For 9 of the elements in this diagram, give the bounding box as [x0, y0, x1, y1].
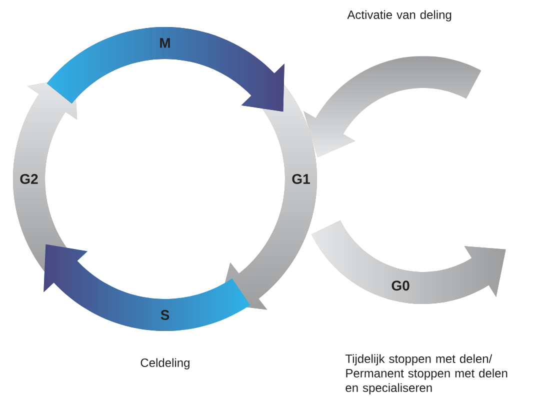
caption-text: Tijdelijk stoppen met delen/ Permanent stoppen met delen en specialiseren — [345, 354, 508, 394]
caption-text: Celdeling — [140, 358, 190, 370]
curved-band — [304, 56, 482, 158]
phase-segment: G1 — [220, 81, 317, 310]
caption-text: Activatie van deling — [347, 10, 452, 22]
phase-segment: S — [44, 244, 250, 331]
phase-segment: G2 — [13, 77, 78, 273]
phase-segment: M — [46, 27, 284, 112]
phase-segment: G0 — [312, 220, 506, 304]
